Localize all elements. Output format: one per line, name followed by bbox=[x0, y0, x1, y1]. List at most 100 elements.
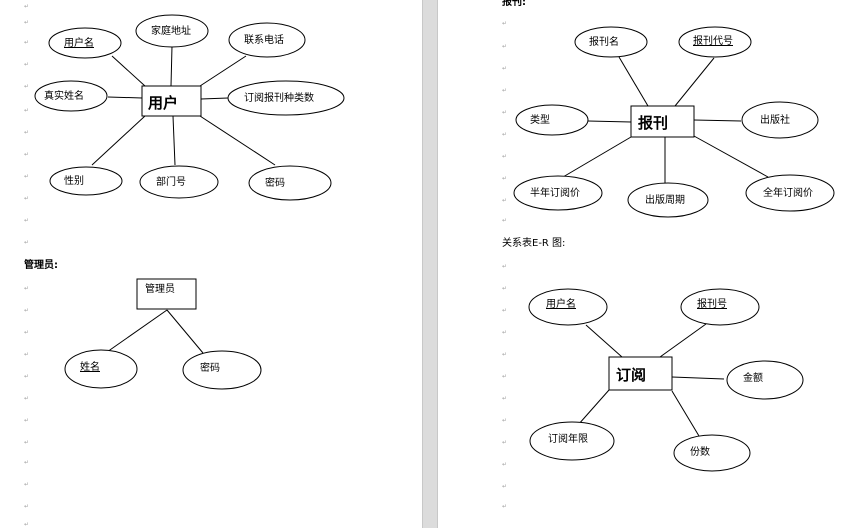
user-attr-real-name-label: 真实姓名 bbox=[44, 89, 84, 102]
newspaper-attr-name-label: 报刊名 bbox=[589, 35, 619, 48]
page-gutter bbox=[422, 0, 438, 528]
subscription-relation-label: 订阅 bbox=[616, 366, 646, 384]
paragraph-mark: ↵ bbox=[502, 197, 507, 204]
subscription-attr-copies: 份数 bbox=[673, 434, 751, 472]
newspaper-entity: 报刊 bbox=[630, 105, 695, 138]
paragraph-mark: ↵ bbox=[24, 195, 29, 202]
paragraph-mark: ↵ bbox=[502, 131, 507, 138]
subscription-attr-newspaper-no-label: 报刊号 bbox=[697, 297, 727, 310]
newspaper-attr-half-year-price: 半年订阅价 bbox=[513, 175, 603, 211]
paragraph-mark: ↵ bbox=[24, 151, 29, 158]
user-attr-home-address-label: 家庭地址 bbox=[151, 24, 191, 37]
paragraph-mark: ↵ bbox=[24, 285, 29, 292]
newspaper-attr-cycle-label: 出版周期 bbox=[645, 193, 685, 206]
newspaper-attr-publisher-label: 出版社 bbox=[760, 113, 790, 126]
paragraph-mark: ↵ bbox=[24, 307, 29, 314]
subscription-attr-copies-label: 份数 bbox=[690, 445, 710, 458]
paragraph-mark: ↵ bbox=[502, 373, 507, 380]
admin-attr-password-label: 密码 bbox=[200, 361, 220, 374]
paragraph-mark: ↵ bbox=[24, 61, 29, 68]
user-attr-subscription-types-label: 订阅报刊种类数 bbox=[244, 91, 314, 104]
paragraph-mark: ↵ bbox=[502, 175, 507, 182]
paragraph-mark: ↵ bbox=[502, 439, 507, 446]
newspaper-attr-name: 报刊名 bbox=[574, 26, 648, 58]
relation-section-label: 关系表E-R 图: bbox=[502, 236, 565, 249]
user-attr-department: 部门号 bbox=[139, 165, 219, 199]
newspaper-attr-cycle: 出版周期 bbox=[627, 182, 709, 218]
paragraph-mark: ↵ bbox=[502, 65, 507, 72]
paragraph-mark: ↵ bbox=[502, 217, 507, 224]
paragraph-mark: ↵ bbox=[24, 83, 29, 90]
subscription-relation: 订阅 bbox=[608, 356, 673, 391]
user-er-diagram bbox=[91, 45, 276, 166]
newspaper-entity-label: 报刊 bbox=[638, 114, 668, 132]
newspaper-attr-type-label: 类型 bbox=[530, 113, 550, 126]
paragraph-mark: ↵ bbox=[24, 217, 29, 224]
paragraph-mark: ↵ bbox=[24, 329, 29, 336]
paragraph-mark: ↵ bbox=[502, 87, 507, 94]
paragraph-mark: ↵ bbox=[24, 417, 29, 424]
newspaper-attr-full-year-price-label: 全年订阅价 bbox=[763, 186, 813, 199]
paragraph-mark: ↵ bbox=[502, 43, 507, 50]
newspaper-er-diagram bbox=[562, 56, 769, 183]
newspaper-attr-full-year-price: 全年订阅价 bbox=[745, 174, 835, 212]
paragraph-mark: ↵ bbox=[24, 439, 29, 446]
subscription-attr-years-label: 订阅年限 bbox=[548, 432, 588, 445]
paragraph-marks-right: ↵↵↵↵↵↵↵↵↵↵↵↵↵↵↵↵↵↵↵↵↵↵ bbox=[502, 20, 507, 510]
paragraph-mark: ↵ bbox=[24, 503, 29, 510]
user-attr-department-label: 部门号 bbox=[156, 175, 186, 188]
subscription-attr-amount-label: 金额 bbox=[743, 371, 763, 384]
paragraph-mark: ↵ bbox=[502, 109, 507, 116]
admin-attr-name: 姓名 bbox=[64, 349, 138, 389]
admin-section-label: 管理员: bbox=[24, 258, 58, 271]
subscription-er-diagram bbox=[577, 323, 725, 437]
newspaper-attr-publisher: 出版社 bbox=[741, 101, 819, 139]
user-attr-password: 密码 bbox=[248, 165, 332, 201]
user-attr-username: 用户名 bbox=[48, 27, 122, 59]
subscription-attr-amount: 金额 bbox=[726, 360, 804, 400]
paragraph-mark: ↵ bbox=[502, 461, 507, 468]
paragraph-marks-left: ↵↵↵↵↵↵↵↵↵↵↵↵↵↵↵↵↵↵↵↵↵↵↵↵ bbox=[24, 3, 29, 528]
admin-er-diagram bbox=[106, 309, 204, 354]
newspaper-attr-half-year-price-label: 半年订阅价 bbox=[530, 186, 580, 199]
subscription-attr-username: 用户名 bbox=[528, 288, 608, 326]
paragraph-mark: ↵ bbox=[502, 20, 507, 27]
user-attr-gender: 性别 bbox=[49, 166, 123, 196]
user-entity: 用户 bbox=[141, 85, 202, 117]
paragraph-mark: ↵ bbox=[24, 351, 29, 358]
paragraph-mark: ↵ bbox=[24, 481, 29, 488]
user-attr-real-name: 真实姓名 bbox=[34, 80, 108, 112]
user-attr-password-label: 密码 bbox=[265, 176, 285, 189]
user-attr-gender-label: 性别 bbox=[64, 174, 84, 187]
newspaper-section-label: 报刊: bbox=[502, 0, 526, 8]
paragraph-mark: ↵ bbox=[24, 3, 29, 10]
paragraph-mark: ↵ bbox=[24, 373, 29, 380]
paragraph-mark: ↵ bbox=[502, 395, 507, 402]
paragraph-mark: ↵ bbox=[24, 239, 29, 246]
user-entity-label: 用户 bbox=[148, 94, 178, 112]
subscription-attr-username-label: 用户名 bbox=[546, 297, 576, 310]
user-attr-subscription-types: 订阅报刊种类数 bbox=[227, 80, 345, 116]
paragraph-mark: ↵ bbox=[502, 285, 507, 292]
newspaper-attr-code-label: 报刊代号 bbox=[693, 34, 733, 47]
user-attr-username-label: 用户名 bbox=[64, 36, 94, 49]
newspaper-attr-code: 报刊代号 bbox=[678, 26, 752, 58]
paragraph-mark: ↵ bbox=[24, 521, 29, 528]
user-attr-home-address: 家庭地址 bbox=[135, 14, 209, 48]
user-attr-phone-label: 联系电话 bbox=[244, 33, 284, 46]
subscription-attr-newspaper-no: 报刊号 bbox=[680, 288, 760, 326]
paragraph-mark: ↵ bbox=[24, 39, 29, 46]
paragraph-mark: ↵ bbox=[24, 19, 29, 26]
paragraph-mark: ↵ bbox=[24, 107, 29, 114]
paragraph-mark: ↵ bbox=[502, 417, 507, 424]
user-attr-phone: 联系电话 bbox=[228, 22, 306, 58]
paragraph-mark: ↵ bbox=[502, 329, 507, 336]
paragraph-mark: ↵ bbox=[502, 503, 507, 510]
admin-entity-label: 管理员 bbox=[145, 282, 175, 295]
newspaper-attr-type: 类型 bbox=[515, 104, 589, 136]
paragraph-mark: ↵ bbox=[24, 173, 29, 180]
paragraph-mark: ↵ bbox=[502, 483, 507, 490]
admin-attr-password: 密码 bbox=[182, 350, 262, 390]
